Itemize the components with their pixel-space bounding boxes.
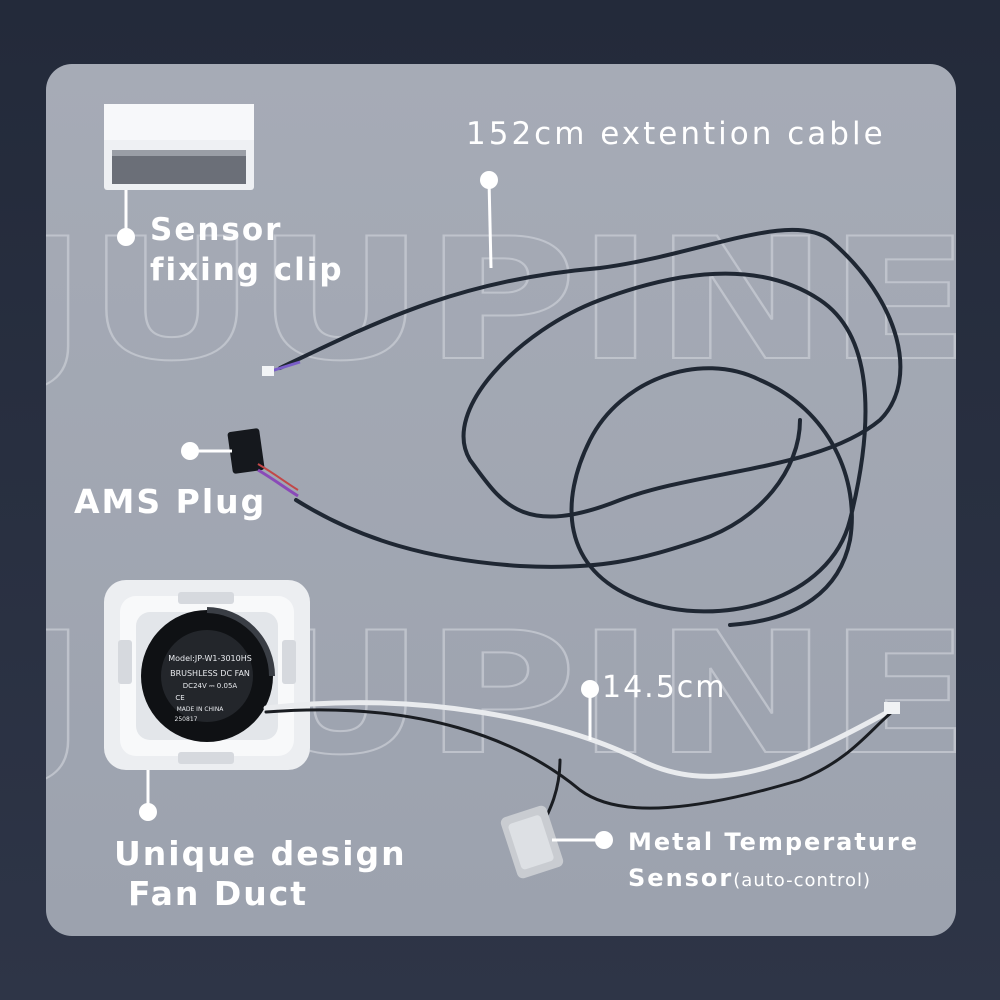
callout-markers [117,171,613,849]
fan-origin: MADE IN CHINA [177,706,225,713]
callout-dot-short-cable [581,680,599,698]
label-temp-sensor-line1: Metal Temperature [628,828,920,856]
cable-end-connector [884,702,900,714]
ams-plug [227,428,299,498]
label-short-cable: 14.5cm [602,670,727,705]
fan-ce: CE [175,694,184,702]
label-extension-cable: 152cm extention cable [466,116,886,152]
callout-dot-extension-cable [480,171,498,189]
callout-dot-temp-sensor [595,831,613,849]
callout-dot-ams-plug [181,442,199,460]
fan-model: Model:JP-W1-3010HS [168,654,252,663]
fan-sticker: Model:JP-W1-3010HS BRUSHLESS DC FAN DC24… [168,654,252,723]
callout-dot-sensor-clip [117,228,135,246]
cable-connector [262,366,274,376]
label-temp-sensor: Metal Temperature Sensor(auto-control) [628,824,919,899]
fan-rating: DC24V ⎓ 0.05A [183,682,238,690]
label-sensor-clip: Sensor fixing clip [150,210,344,290]
label-temp-sensor-sub: (auto-control) [733,870,872,891]
sensor-fixing-clip [104,104,254,190]
callout-dot-fan-duct [139,803,157,821]
label-fan-duct-line2: Fan Duct [128,874,309,913]
label-fan-duct-line1: Unique design [114,834,407,873]
fan-code: 250817 [175,716,198,723]
fan-duct [104,580,310,770]
label-temp-sensor-main: Sensor [628,864,734,892]
watermark-top: JUUPINE [0,202,970,398]
label-sensor-clip-line1: Sensor [150,212,283,248]
label-fan-duct: Unique design Fan Duct [114,834,407,914]
label-ams-plug: AMS Plug [74,482,267,521]
label-sensor-clip-line2: fixing clip [150,252,344,288]
label-temp-sensor-line2: Sensor(auto-control) [628,860,919,899]
extension-cable [278,227,903,627]
fan-type: BRUSHLESS DC FAN [170,669,250,678]
metal-temperature-sensor [500,805,564,879]
